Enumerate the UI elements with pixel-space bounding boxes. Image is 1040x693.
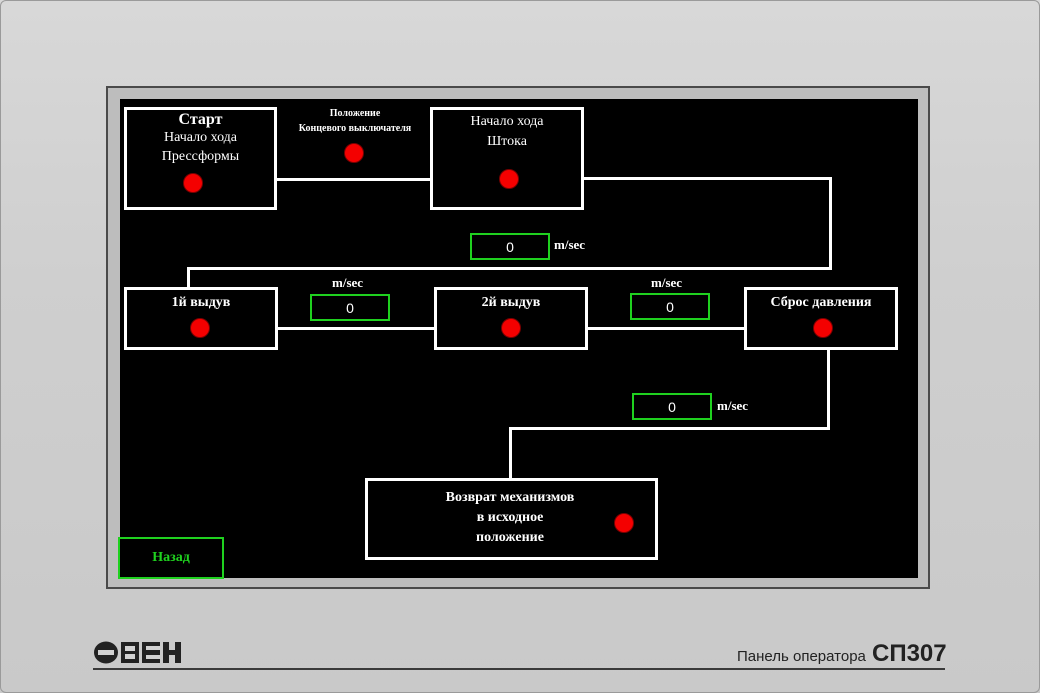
step-start (124, 107, 277, 210)
limit-switch-line1: Положение (329, 108, 381, 119)
step-blow1-label: 1й выдув (171, 295, 231, 310)
step-rod-indicator-icon (499, 169, 519, 189)
step-blow1 (124, 287, 278, 350)
step-start-indicator-icon (183, 173, 203, 193)
speed-field-rod-to-blow1[interactable]: 0 (470, 233, 550, 260)
step-blow2-indicator-icon (501, 318, 521, 338)
limit-switch-indicator-icon (344, 143, 364, 163)
back-button[interactable]: Назад (118, 537, 224, 579)
step-rod-line1: Начало хода (470, 114, 544, 129)
step-return-line3: положение (476, 530, 544, 545)
step-return-line1: Возврат механизмов (445, 490, 575, 505)
hmi-screen: Старт Начало хода Прессформы Положение К… (118, 99, 918, 579)
speed-unit-blow2-to-release: m/sec (651, 275, 683, 290)
step-blow2 (434, 287, 588, 350)
connector-blow1-to-blow2 (276, 327, 436, 330)
step-start-line2: Прессформы (161, 149, 240, 164)
step-return-mechanisms (365, 478, 658, 560)
limit-switch-line2: Концевого выключателя (298, 123, 412, 134)
connector-right-vertical (829, 177, 832, 270)
step-release-indicator-icon (813, 318, 833, 338)
device-label: Панель оператора (737, 648, 866, 665)
connector-return-up (509, 427, 512, 479)
connector-rod-right (581, 177, 832, 180)
owen-logo (93, 640, 191, 665)
step-blow2-label: 2й выдув (481, 295, 541, 310)
step-return-indicator-icon (614, 513, 634, 533)
step-rod-start (430, 107, 584, 210)
device-model: СП307 (872, 640, 947, 667)
speed-field-blow2-to-release[interactable]: 0 (630, 293, 710, 320)
footer-divider (93, 668, 945, 670)
step-rod-line2: Штока (487, 134, 527, 149)
connector-mid-horizontal (187, 267, 832, 270)
speed-unit-release-to-return: m/sec (717, 398, 749, 413)
connector-start-to-switch (275, 178, 432, 181)
step-blow1-indicator-icon (190, 318, 210, 338)
step-start-line1: Начало хода (163, 130, 238, 145)
step-pressure-release (744, 287, 898, 350)
step-return-line2: в исходное (476, 510, 544, 525)
connector-left-vertical (187, 267, 190, 290)
speed-unit-rod-to-blow1: m/sec (554, 237, 586, 252)
connector-blow2-to-release (586, 327, 746, 330)
speed-field-blow1-to-blow2[interactable]: 0 (310, 294, 390, 321)
speed-unit-blow1-to-blow2: m/sec (332, 275, 364, 290)
connector-release-down (827, 347, 830, 430)
speed-field-release-to-return[interactable]: 0 (632, 393, 712, 420)
connector-lower-horizontal (509, 427, 830, 430)
step-start-title: Старт (178, 111, 223, 128)
step-release-label: Сброс давления (770, 295, 872, 310)
